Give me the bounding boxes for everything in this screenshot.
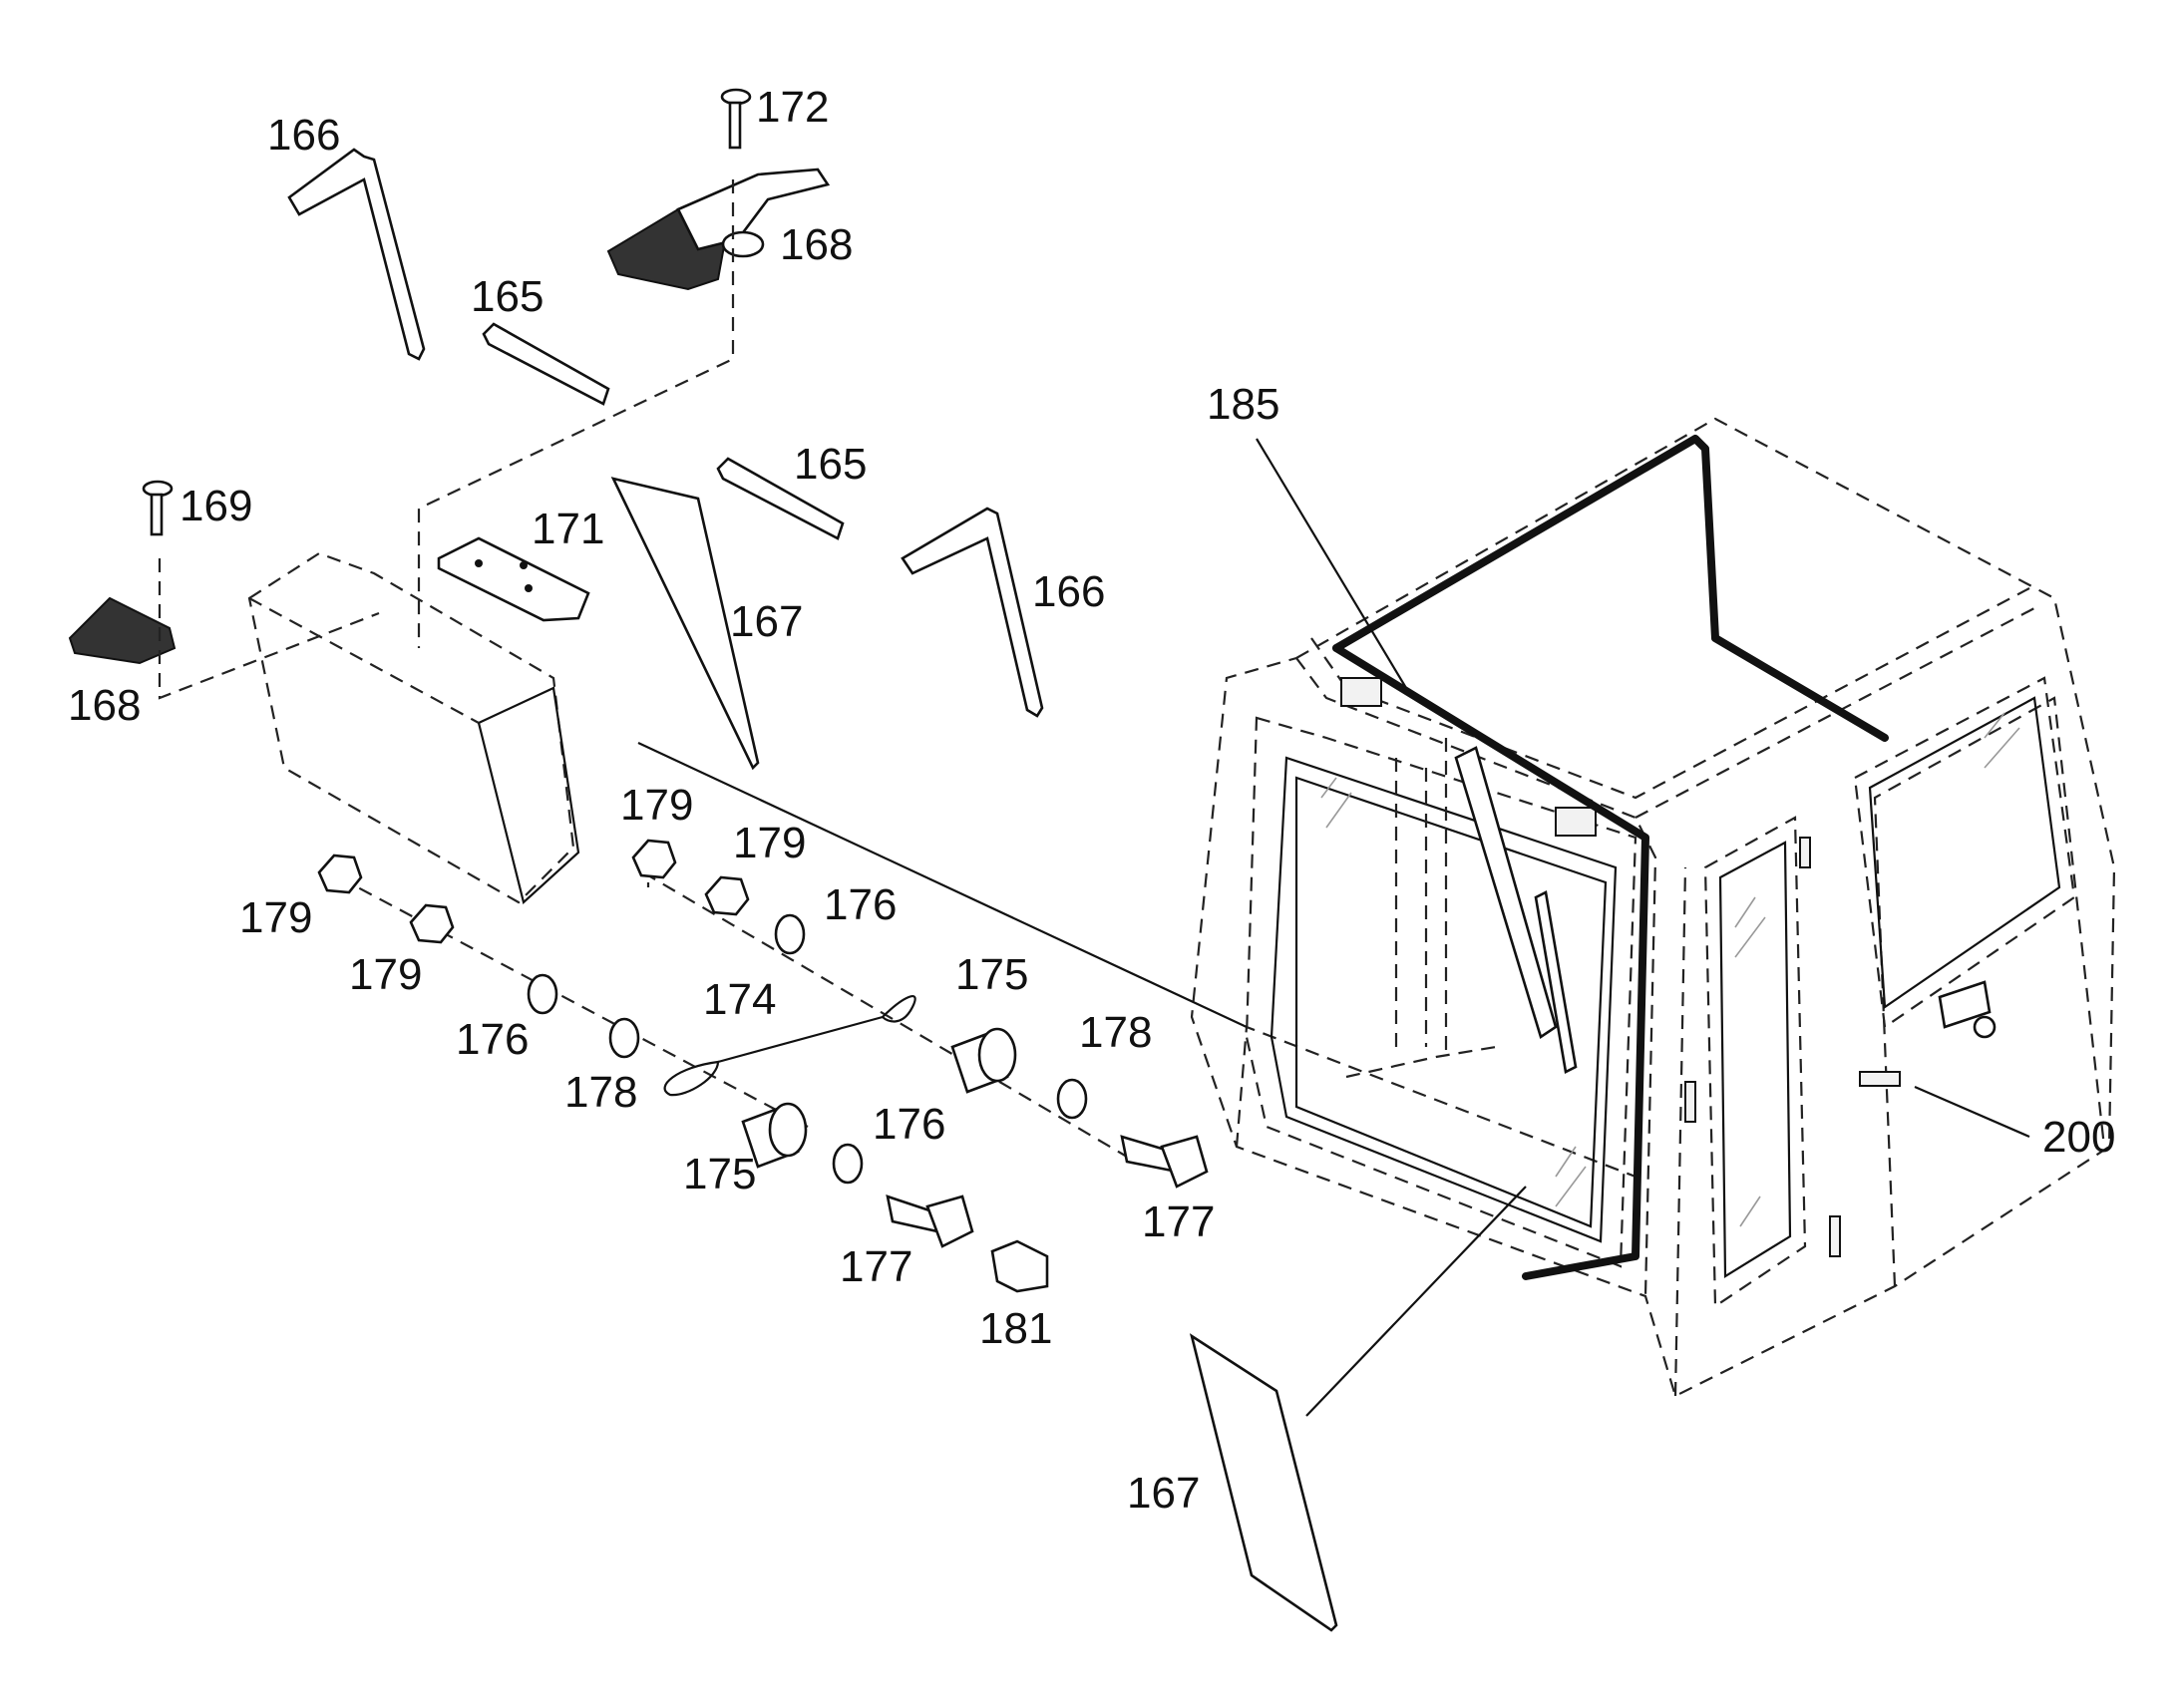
part-number-labels: 166 172 168 165 185 165 169 171 166 167 … xyxy=(68,83,2115,1518)
label-171: 171 xyxy=(532,505,604,553)
label-176-c: 176 xyxy=(873,1100,945,1149)
label-165-lower: 165 xyxy=(794,440,867,489)
label-185: 185 xyxy=(1207,380,1279,429)
label-172: 172 xyxy=(756,83,829,132)
label-181: 181 xyxy=(979,1304,1052,1353)
cab-assembly xyxy=(1190,417,2116,1398)
part-165-strip-upper xyxy=(482,322,610,406)
part-174-cable xyxy=(663,995,916,1097)
label-178-b: 178 xyxy=(564,1068,637,1117)
label-176-b: 176 xyxy=(456,1015,529,1064)
label-175-b: 175 xyxy=(683,1150,756,1198)
part-167-panel-upper xyxy=(610,477,760,771)
part-178-washers xyxy=(608,1017,1088,1120)
label-179-a: 179 xyxy=(620,781,693,830)
label-175-a: 175 xyxy=(955,950,1028,999)
label-168-lower: 168 xyxy=(68,681,141,730)
label-167-upper: 167 xyxy=(730,597,803,646)
part-165-strip-lower xyxy=(716,457,845,540)
label-176-a: 176 xyxy=(824,880,897,929)
label-166-upper: 166 xyxy=(267,111,340,160)
part-175-spacers xyxy=(741,1027,1017,1169)
label-165-upper: 165 xyxy=(471,272,544,321)
part-177-bolts xyxy=(886,1135,1209,1248)
label-174: 174 xyxy=(703,975,776,1024)
part-181-cap xyxy=(990,1239,1049,1293)
label-178-a: 178 xyxy=(1079,1008,1152,1057)
part-166-angle-upper xyxy=(287,148,426,361)
part-172-screw xyxy=(720,88,752,150)
part-171-plate xyxy=(437,536,590,622)
part-169-screw xyxy=(142,480,174,536)
label-177-a: 177 xyxy=(1142,1197,1215,1246)
label-168-upper: 168 xyxy=(780,220,853,269)
part-166-angle-lower xyxy=(901,507,1044,718)
housing-box xyxy=(247,551,575,904)
label-177-b: 177 xyxy=(840,1242,912,1291)
label-166-lower: 166 xyxy=(1032,567,1105,616)
label-167-lower: 167 xyxy=(1127,1469,1200,1518)
label-179-c: 179 xyxy=(239,893,312,942)
part-168-latch-lower xyxy=(68,596,177,665)
label-169: 169 xyxy=(180,482,252,530)
label-200: 200 xyxy=(2042,1113,2115,1162)
part-167-panel-lower xyxy=(1189,1333,1338,1632)
label-179-d: 179 xyxy=(349,950,422,999)
label-179-b: 179 xyxy=(733,819,806,867)
part-179-nuts xyxy=(317,839,750,944)
part-176-washers xyxy=(527,913,864,1185)
